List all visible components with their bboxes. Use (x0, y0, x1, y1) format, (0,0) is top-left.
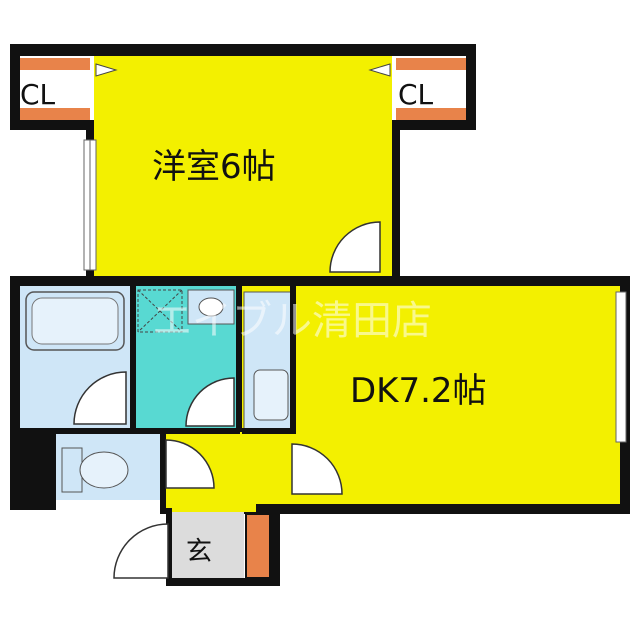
closet-right-door-marker (368, 63, 391, 77)
kitchen-sink (253, 369, 289, 421)
western-room-label: 洋室6帖 (152, 147, 276, 187)
closet-right-shelf-top (396, 58, 468, 70)
dining-kitchen-label: DK7.2帖 (350, 371, 487, 411)
closet-left-label: CL (20, 78, 56, 111)
closet-left-door-marker (95, 63, 118, 77)
toilet-bowl (79, 451, 129, 489)
closet-right-shelf-bottom (396, 108, 468, 120)
closet-right-label: CL (398, 78, 434, 111)
shoe-box (245, 513, 271, 579)
toilet-tank (61, 447, 83, 493)
door-swings (73, 221, 381, 579)
entrance-label: 玄 (186, 537, 212, 567)
entrance-walls (166, 508, 280, 586)
interior-walls (20, 286, 296, 514)
closet-left-shelf-bottom (18, 108, 90, 120)
closet-left-shelf-top (18, 58, 90, 70)
window-right (615, 291, 627, 443)
watermark-text: エイブル清田店 (152, 298, 432, 344)
entrance-floor (172, 512, 244, 578)
